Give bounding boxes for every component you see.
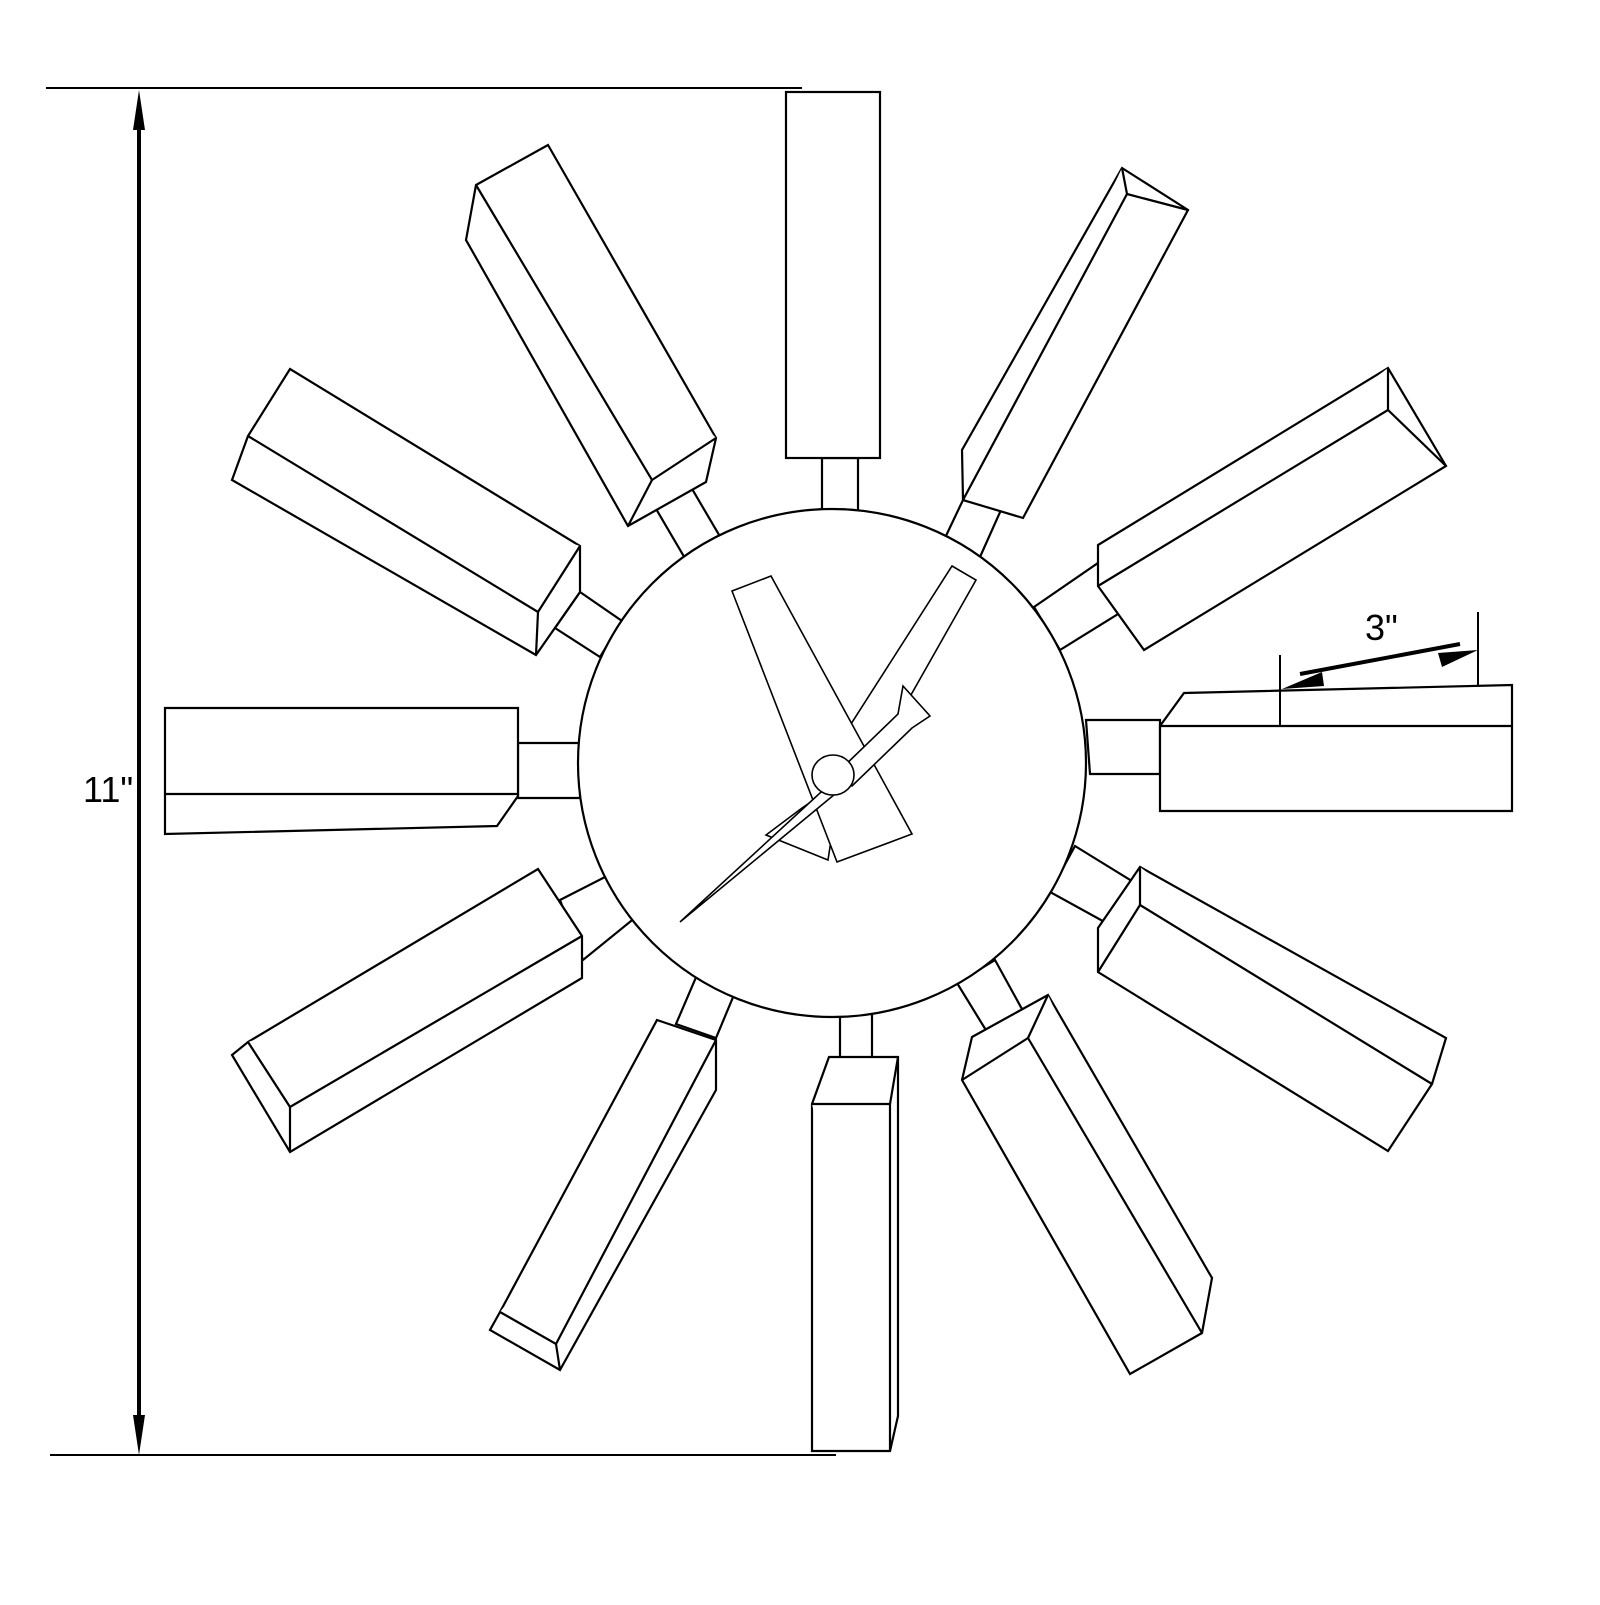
- arrow-down-icon: [133, 1415, 145, 1455]
- block-5: [960, 993, 1214, 1376]
- label-bg: [80, 762, 130, 812]
- block-3: [1158, 683, 1514, 813]
- arrow-left-icon: [1282, 672, 1324, 689]
- spoke-9: [516, 741, 582, 800]
- block-6: [810, 1055, 900, 1453]
- block-9: [163, 706, 520, 836]
- center-cap: [811, 754, 855, 796]
- block-7: [488, 1018, 718, 1372]
- second-hand: [836, 684, 932, 788]
- block-1: [960, 166, 1190, 520]
- block-12: [784, 90, 882, 460]
- clock-hands: [679, 564, 978, 923]
- block-11: [464, 143, 718, 528]
- block-width-label: 3": [1365, 607, 1398, 648]
- block-width-dimension-line: [1299, 642, 1461, 676]
- arrow-up-icon: [133, 90, 145, 130]
- arrow-right-icon: [1438, 650, 1478, 667]
- blocks: [163, 90, 1514, 1453]
- height-label: 11": [83, 769, 133, 810]
- block-width-dimension: 3": [1279, 607, 1479, 725]
- height-dimension: 11": [46, 87, 836, 1456]
- block-2: [1096, 366, 1448, 652]
- hour-hand: [730, 575, 914, 864]
- block-8: [230, 867, 584, 1154]
- block-4: [1096, 865, 1448, 1153]
- block-10: [230, 367, 582, 657]
- spoke-3: [1084, 718, 1162, 776]
